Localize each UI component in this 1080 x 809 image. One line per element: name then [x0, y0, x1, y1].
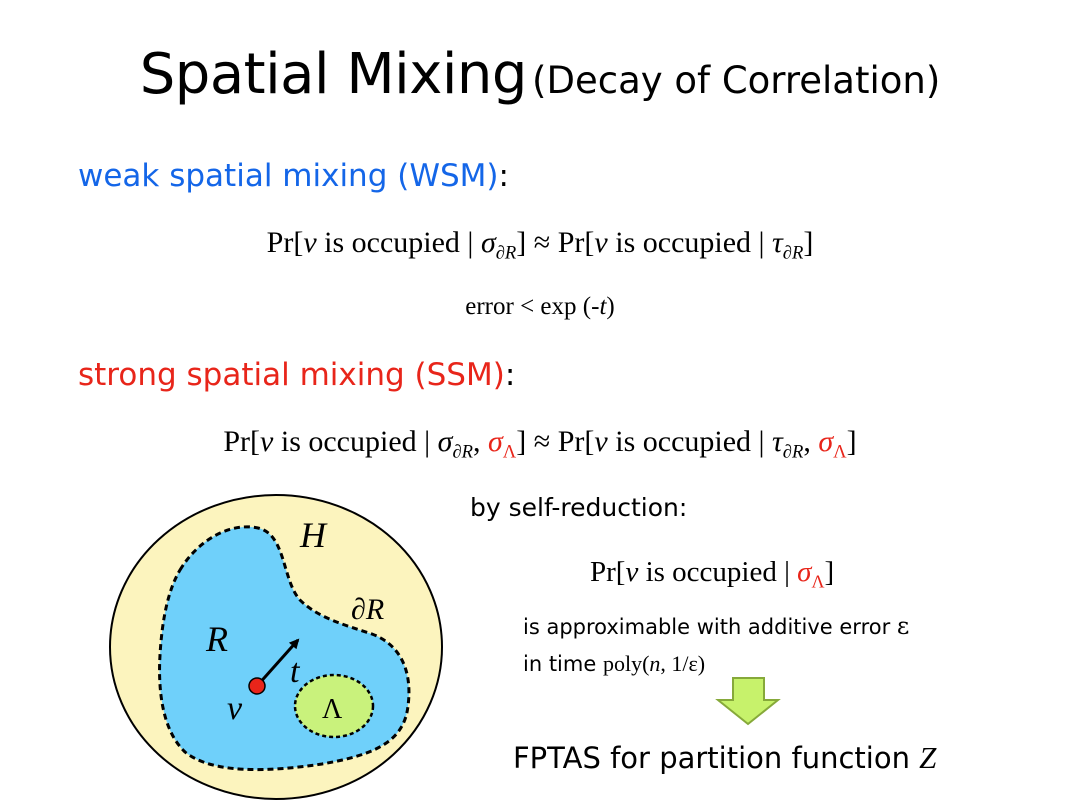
ssm-right-event: is occupied | — [607, 425, 773, 458]
fptas-text: FPTAS for partition function — [513, 741, 920, 775]
ssm-left-event: is occupied | — [273, 425, 438, 458]
ssm-approx: ≈ — [526, 425, 558, 458]
wsm-error-text: error < exp (- — [465, 293, 600, 320]
wsm-heading: weak spatial mixing (WSM): — [78, 158, 509, 194]
ssm-right-prefix: Pr[ — [557, 425, 595, 458]
fptas-var: Z — [919, 740, 937, 775]
ssm-left-prefix: Pr[ — [223, 425, 261, 458]
sr-close: ] — [824, 556, 835, 588]
region-Lambda — [293, 673, 375, 739]
wsm-left-var: v — [303, 226, 317, 259]
self-reduction-label: by self-reduction: — [470, 493, 688, 522]
ssm-heading-text: strong spatial mixing (SSM) — [78, 357, 505, 393]
wsm-left-prefix: Pr[ — [266, 226, 304, 259]
wsm-left-close: ] — [516, 226, 527, 259]
wsm-right-close: ] — [803, 226, 814, 259]
wsm-right-event: is occupied | — [607, 226, 773, 259]
sr-event: is occupied | — [638, 556, 798, 588]
ssm-right-comma: , — [803, 425, 819, 458]
fptas-conclusion: FPTAS for partition function Z — [513, 740, 936, 776]
wsm-right-cond-sub: ∂R — [782, 242, 804, 264]
poly-n: n — [649, 651, 661, 676]
ssm-right-cond-sub: ∂R — [782, 441, 804, 463]
wsm-error-var: t — [599, 293, 607, 320]
sr-prefix: Pr[ — [590, 556, 626, 588]
label-boundary-R: ∂R — [351, 593, 384, 626]
ssm-left-lambda-sub: Λ — [502, 441, 517, 463]
ssm-formula: Pr[v is occupied | σ∂R, σΛ] ≈ Pr[v is oc… — [0, 425, 1080, 464]
ssm-right-var: v — [594, 425, 608, 458]
sr-var: v — [625, 556, 639, 588]
ssm-left-close: ] — [516, 425, 527, 458]
wsm-left-event: is occupied | — [316, 226, 481, 259]
approx-text: is approximable with additive error — [523, 615, 897, 639]
approx-statement: is approximable with additive error ε — [523, 612, 909, 640]
label-Lambda: Λ — [322, 694, 343, 725]
wsm-formula: Pr[v is occupied | σ∂R] ≈ Pr[v is occupi… — [0, 226, 1080, 265]
ssm-right-cond: τ — [772, 425, 783, 458]
ssm-right-close: ] — [846, 425, 857, 458]
vertex-v — [248, 677, 266, 695]
wsm-error-bound: error < exp (-t) — [0, 293, 1080, 321]
poly-rest: , 1/ε) — [660, 651, 706, 676]
distance-arrow — [255, 638, 300, 687]
ssm-right-lambda-cond: σ — [818, 425, 834, 458]
wsm-left-cond-sub: ∂R — [495, 242, 517, 264]
slide-title: Spatial Mixing (Decay of Correlation) — [0, 42, 1080, 107]
label-H: H — [299, 515, 328, 555]
title-main: Spatial Mixing — [139, 42, 528, 107]
ssm-heading-colon: : — [504, 357, 516, 393]
poly-prefix: poly( — [602, 651, 650, 676]
wsm-right-prefix: Pr[ — [557, 226, 595, 259]
wsm-approx: ≈ — [526, 226, 558, 259]
wsm-left-cond: σ — [480, 226, 496, 259]
wsm-heading-colon: : — [498, 158, 509, 194]
label-v: v — [227, 690, 243, 727]
ssm-left-lambda-cond: σ — [488, 425, 503, 458]
wsm-right-cond: τ — [772, 226, 783, 259]
wsm-error-close: ) — [606, 293, 615, 320]
title-subtitle: (Decay of Correlation) — [532, 59, 941, 102]
approx-epsilon: ε — [896, 612, 910, 640]
ssm-left-comma: , — [473, 425, 488, 458]
ssm-right-lambda-sub: Λ — [833, 441, 847, 463]
ssm-left-cond-sub: ∂R — [452, 441, 473, 463]
ssm-left-var: v — [260, 425, 274, 458]
sr-cond: σ — [797, 556, 812, 588]
sr-cond-sub: Λ — [811, 571, 825, 592]
ssm-left-cond: σ — [437, 425, 453, 458]
time-bound: in time poly(n, 1/ε) — [523, 651, 705, 677]
ssm-heading: strong spatial mixing (SSM): — [78, 357, 515, 393]
wsm-heading-text: weak spatial mixing (WSM) — [78, 158, 499, 194]
label-R: R — [205, 619, 228, 659]
wsm-right-var: v — [594, 226, 608, 259]
implication-arrow-icon — [715, 677, 781, 726]
label-t: t — [290, 653, 301, 690]
time-prefix: in time — [523, 652, 603, 676]
self-reduction-formula: Pr[v is occupied | σΛ] — [590, 556, 834, 592]
